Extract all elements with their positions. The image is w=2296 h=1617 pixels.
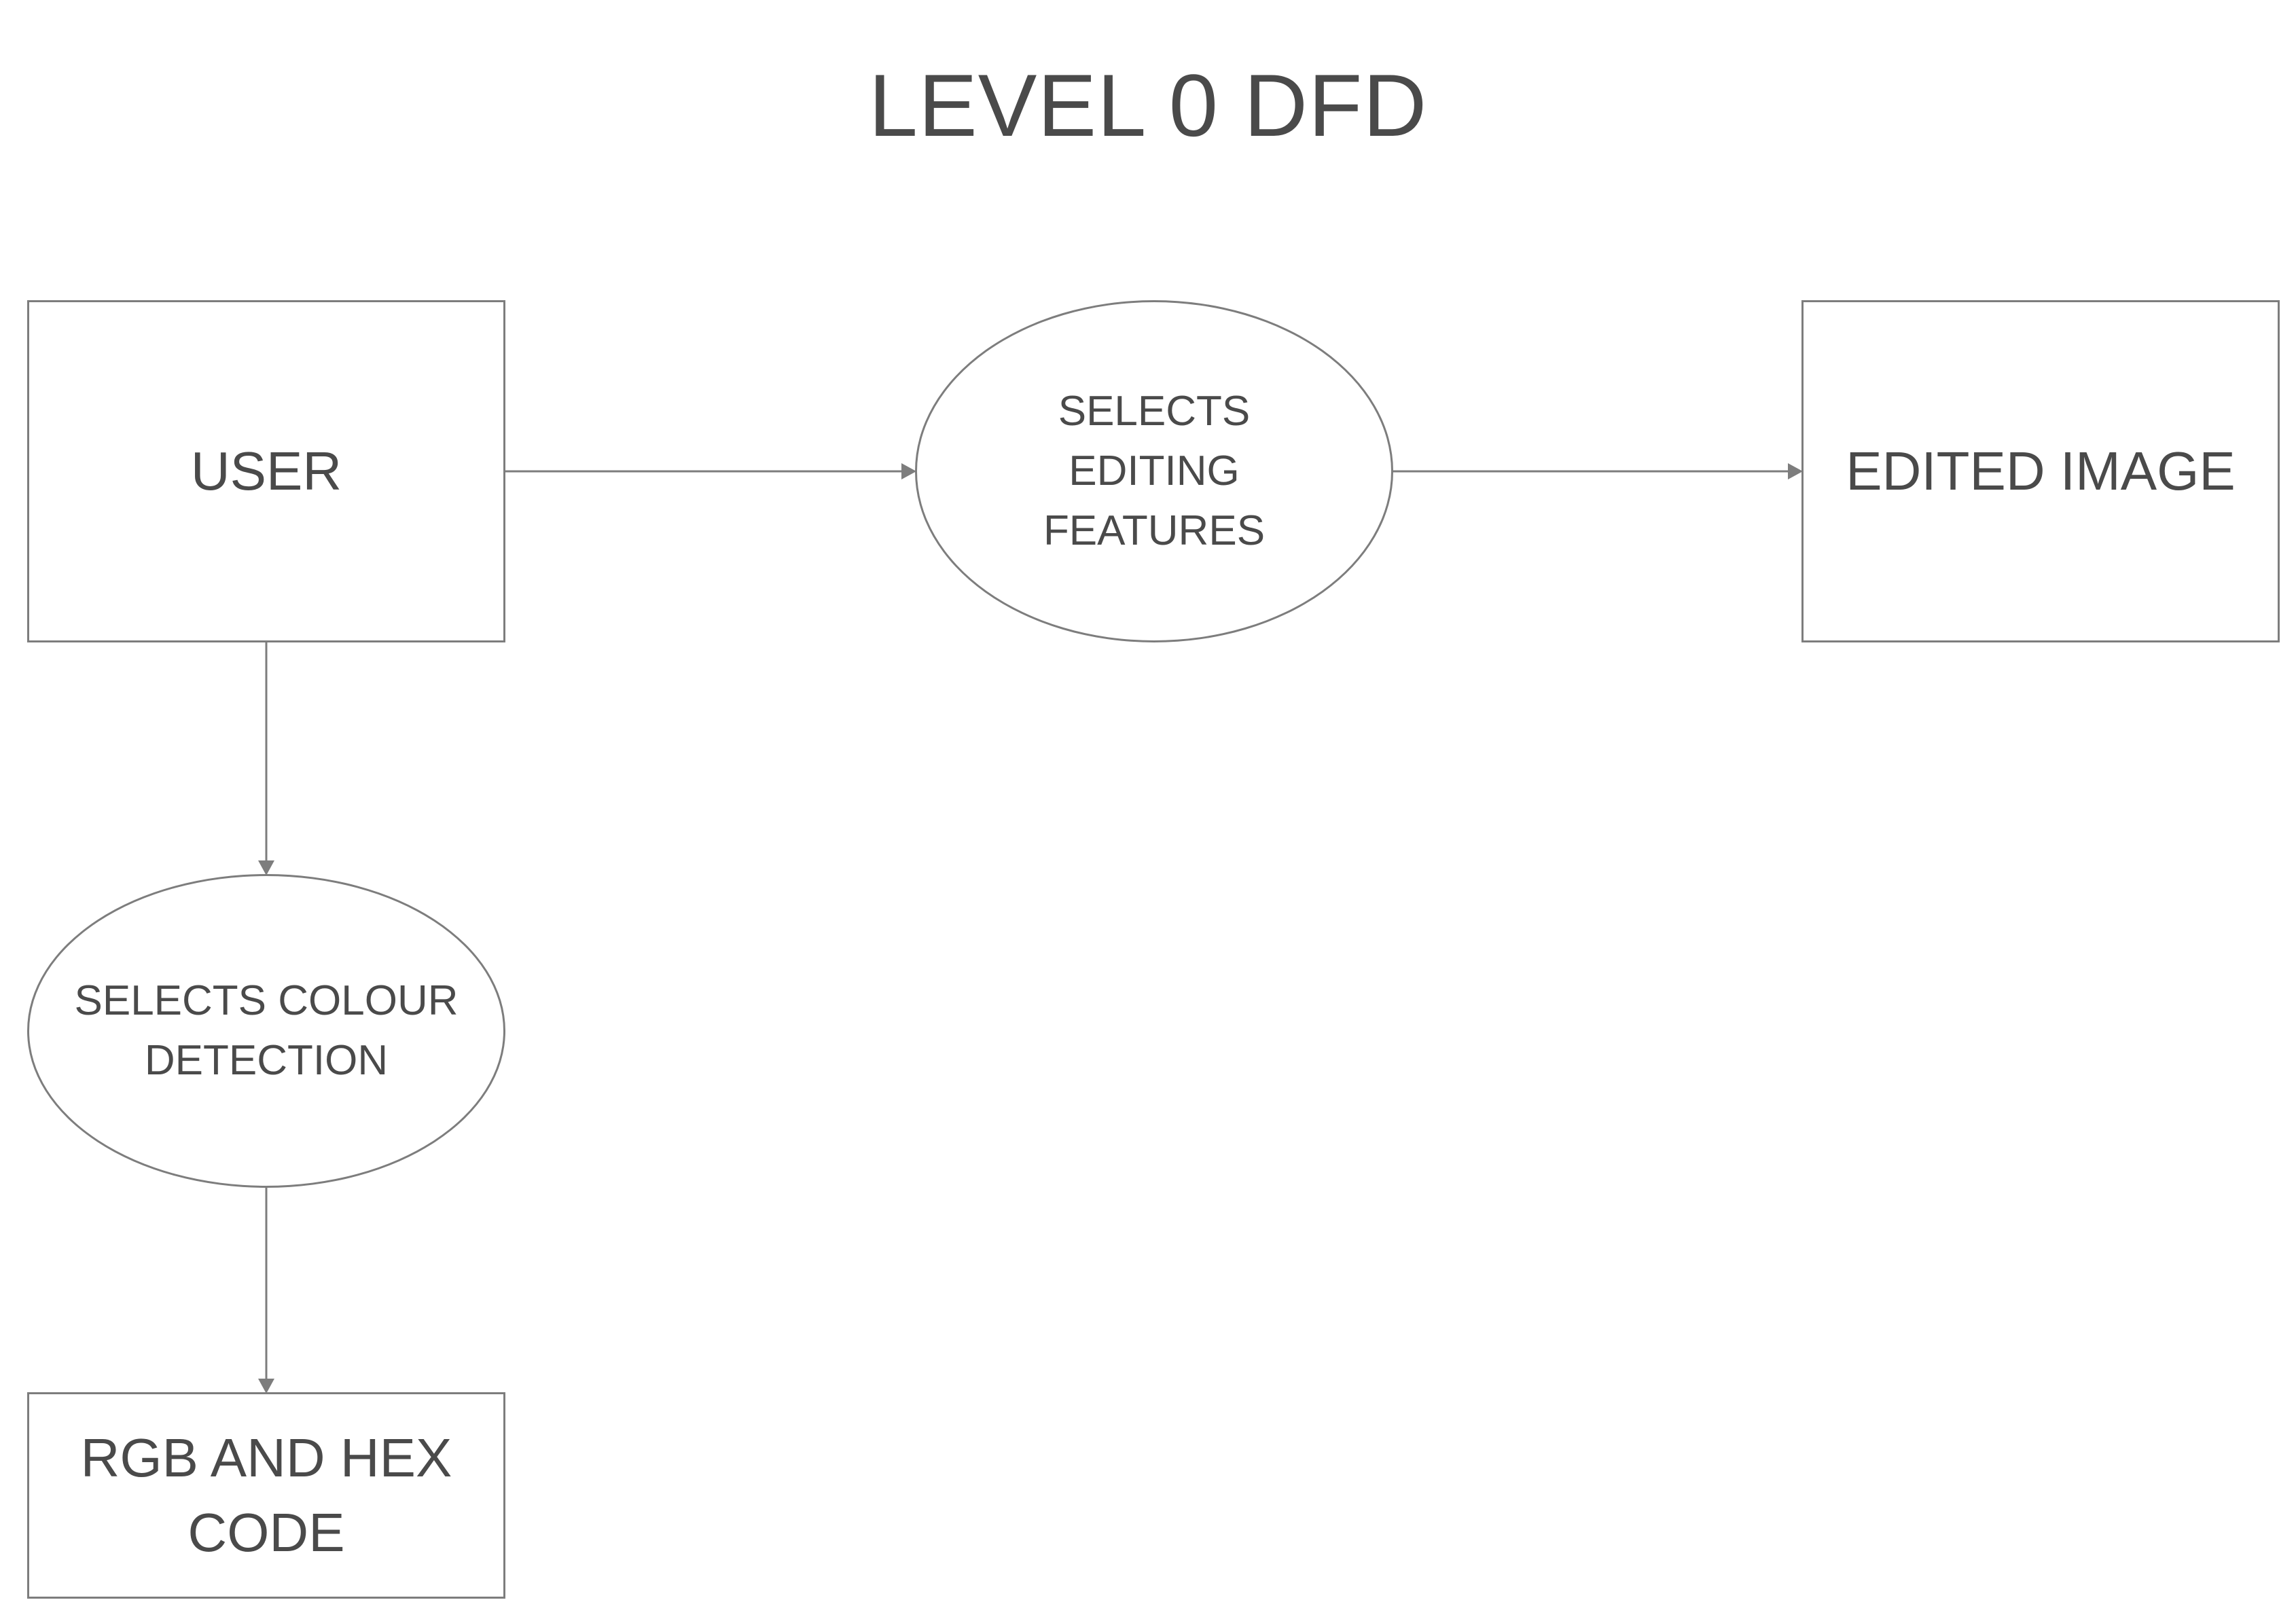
process-selects-colour-detection: SELECTS COLOUR DETECTION xyxy=(27,874,505,1188)
entity-edited-image: EDITED IMAGE xyxy=(1801,300,2280,642)
diagram-title: LEVEL 0 DFD xyxy=(868,56,1428,155)
entity-user-label: USER xyxy=(190,441,342,501)
arrowhead-colour-detection-to-rgb-icon xyxy=(258,1379,274,1394)
entity-rgb-and-hex-code: RGB AND HEX CODE xyxy=(27,1392,505,1599)
entity-edited-image-label: EDITED IMAGE xyxy=(1846,441,2236,501)
arrowhead-user-to-colour-detection-icon xyxy=(258,860,274,875)
entity-rgb-and-hex-code-label: RGB AND HEX CODE xyxy=(80,1428,452,1563)
process-selects-editing-features-label: SELECTS EDITING FEATURES xyxy=(1043,388,1266,554)
entity-user: USER xyxy=(27,300,505,642)
arrowhead-user-to-editing-icon xyxy=(901,463,916,479)
arrowhead-editing-to-edited-image-icon xyxy=(1788,463,1803,479)
process-selects-colour-detection-label: SELECTS COLOUR DETECTION xyxy=(74,977,459,1084)
process-selects-editing-features: SELECTS EDITING FEATURES xyxy=(915,300,1393,642)
